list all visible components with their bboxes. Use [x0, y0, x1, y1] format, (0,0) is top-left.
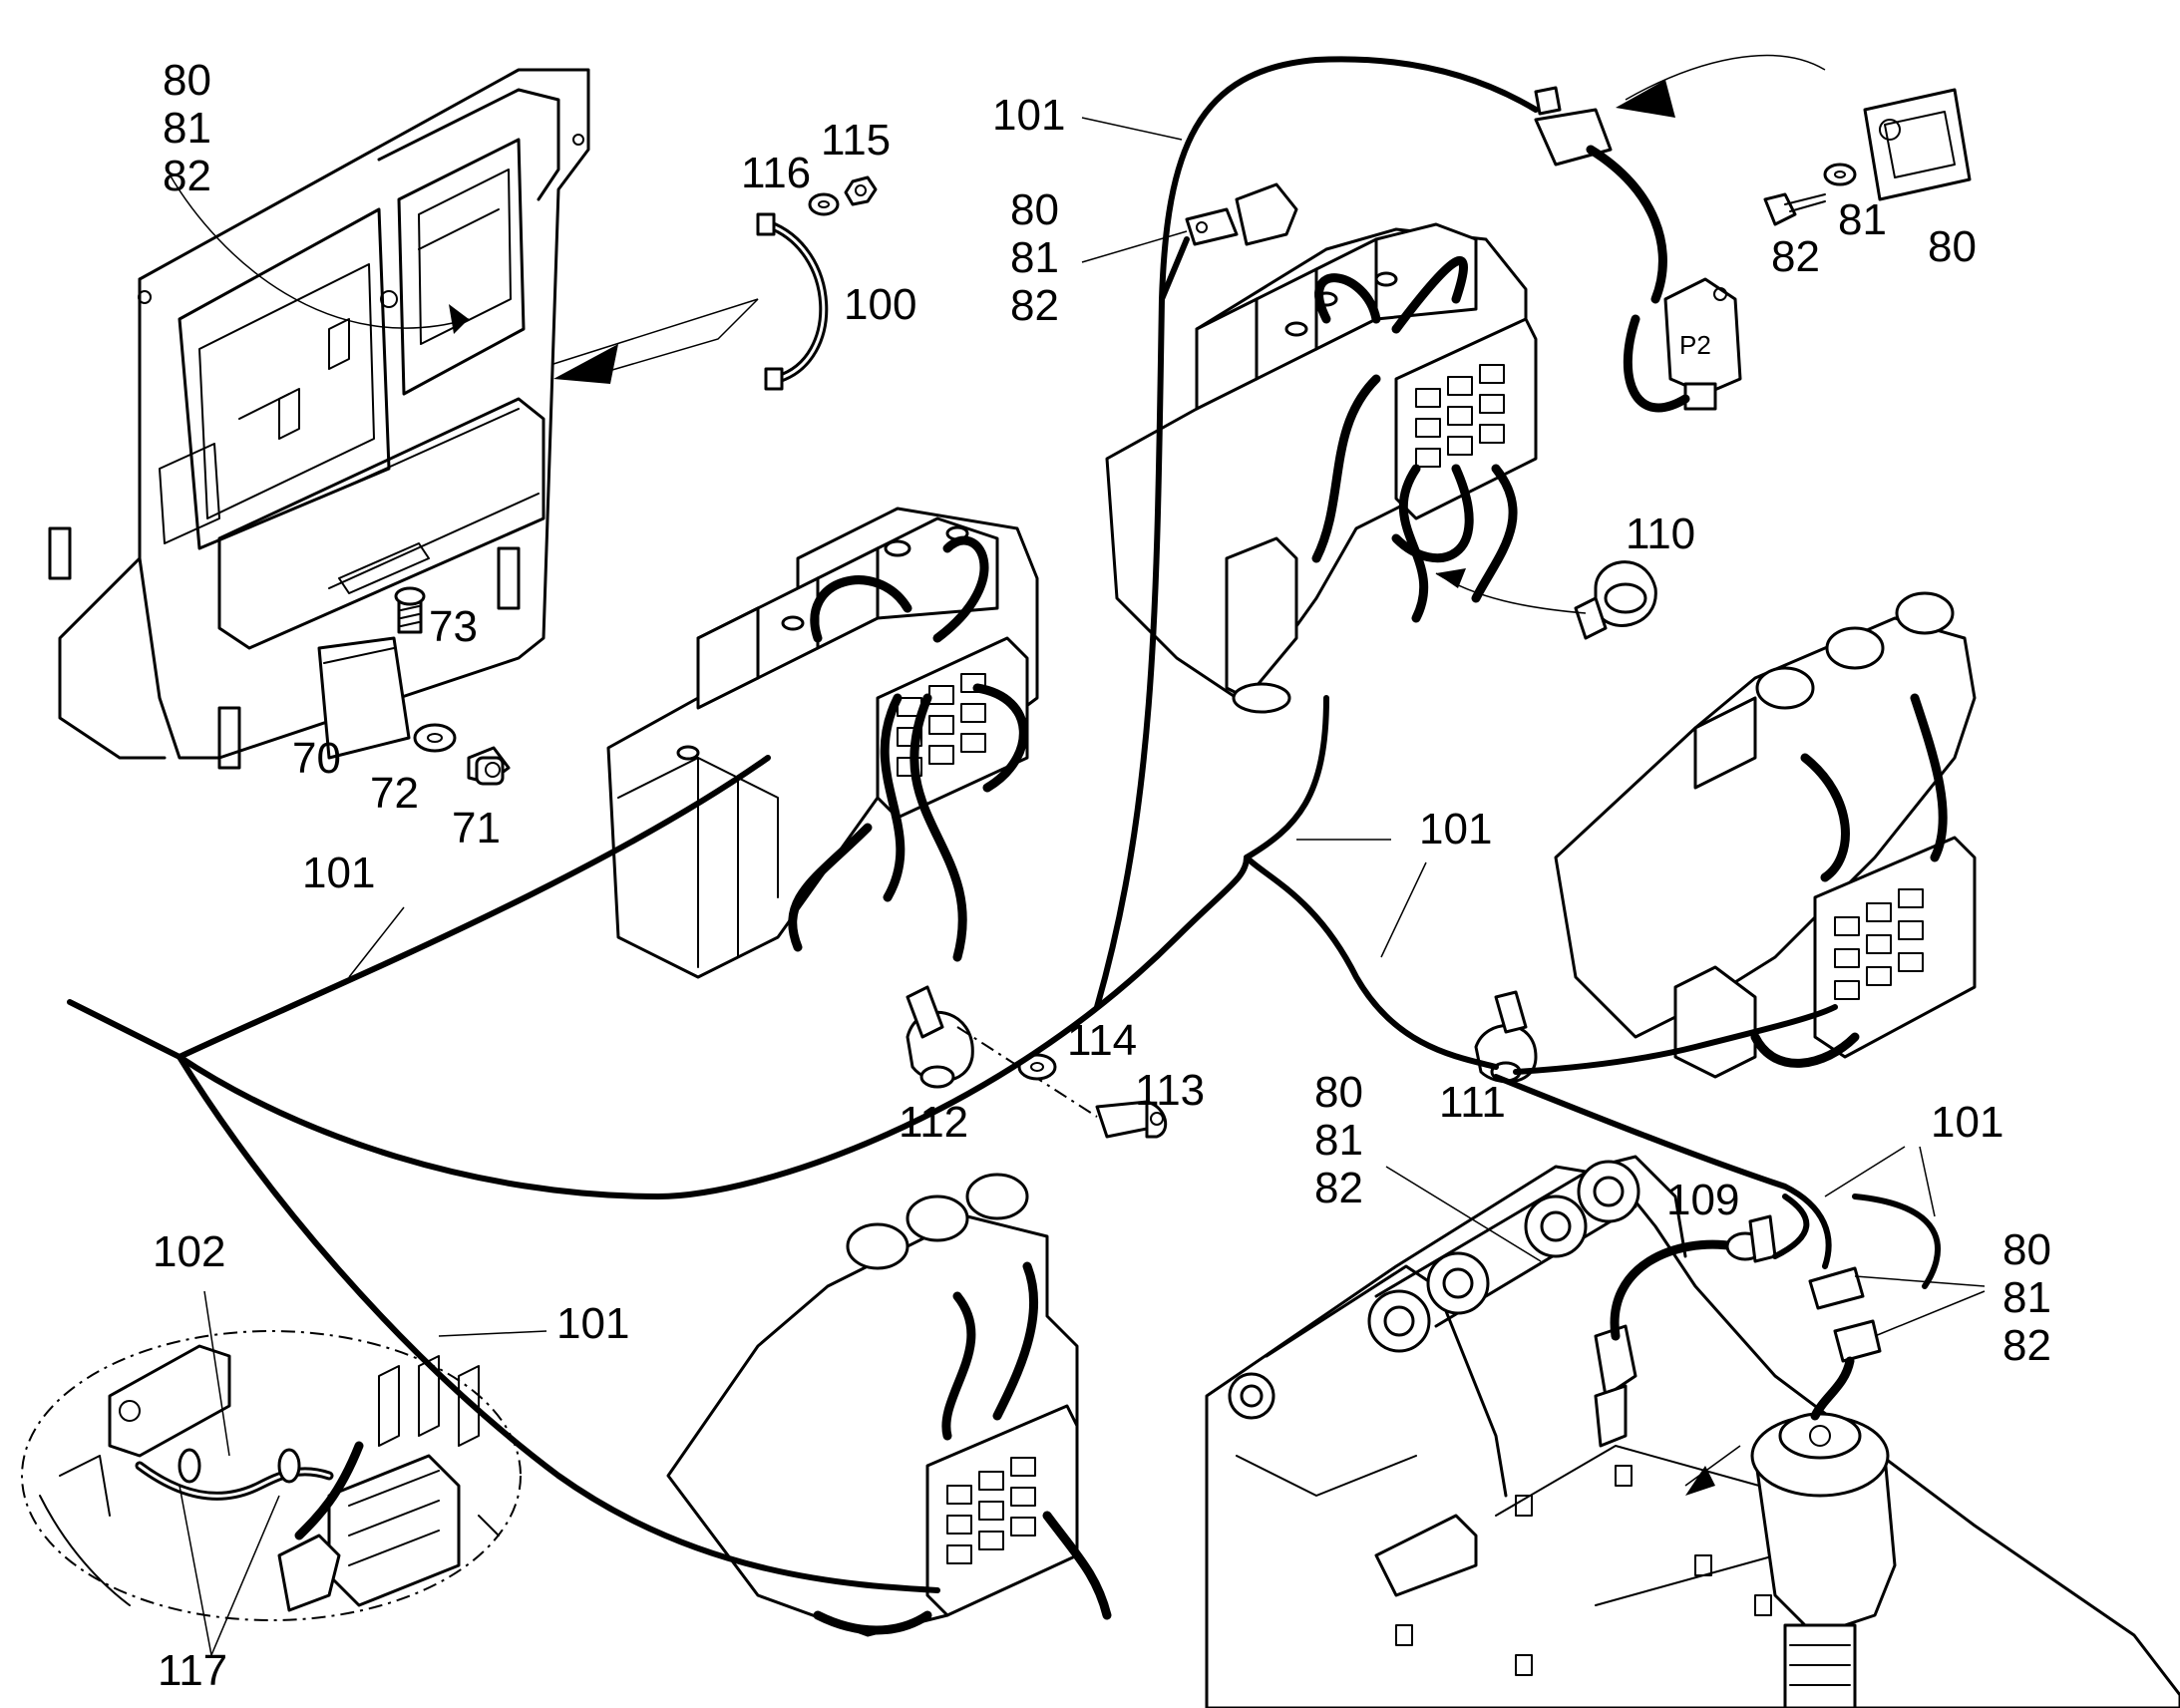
label-71: 71 — [452, 804, 501, 853]
clamp-112-hardware — [906, 985, 1168, 1139]
control-valve-block-left — [606, 507, 1039, 979]
detail-view-inset — [21, 1330, 522, 1621]
main-wire-harness-101 — [67, 56, 1942, 1593]
label-top-80: 80 — [1010, 185, 1059, 234]
label-top-82: 82 — [1010, 281, 1059, 330]
control-valve-block-right — [1554, 591, 1977, 1079]
label-tr-81: 81 — [1838, 195, 1887, 244]
label-frame-81: 81 — [163, 104, 211, 153]
label-frame-80: 80 — [163, 56, 211, 105]
label-73: 73 — [429, 602, 478, 651]
boom-turntable-illustration — [1205, 1155, 2180, 1708]
label-tr-80: 80 — [1928, 222, 1977, 271]
label-100: 100 — [844, 280, 916, 329]
connector-block-bottom — [946, 1457, 1036, 1564]
label-101-mid: 101 — [1419, 805, 1492, 854]
label-br-82: 82 — [1314, 1164, 1363, 1212]
connector-block-top — [1415, 364, 1505, 468]
label-115: 115 — [821, 116, 891, 165]
label-111: 111 — [1439, 1078, 1506, 1127]
label-112: 112 — [899, 1098, 968, 1147]
ground-strap-100 — [552, 175, 878, 391]
cover-plate-70-hardware — [317, 586, 511, 786]
control-valve-block-bottom — [666, 1173, 1112, 1637]
label-102: 102 — [153, 1227, 225, 1276]
connector-109 — [1725, 1214, 1777, 1263]
label-frame-82: 82 — [163, 152, 211, 200]
label-70: 70 — [292, 734, 341, 783]
label-101-top: 101 — [992, 91, 1065, 140]
label-r-82: 82 — [2002, 1321, 2051, 1370]
callout-labels: 80 81 82 116 115 100 73 70 72 71 101 80 … — [153, 56, 2051, 1695]
label-br-80: 80 — [1314, 1068, 1363, 1117]
label-r-80: 80 — [2002, 1225, 2051, 1274]
label-101-right: 101 — [1931, 1098, 2003, 1147]
label-101-low: 101 — [556, 1299, 629, 1348]
pressure-switch-group: P2 — [1534, 54, 1972, 413]
label-117: 117 — [158, 1646, 227, 1695]
label-72: 72 — [370, 769, 419, 818]
control-valve-block-top — [1105, 222, 1538, 714]
label-r-81: 81 — [2002, 1273, 2051, 1322]
label-113: 113 — [1135, 1066, 1205, 1115]
connector-block-right — [1834, 888, 1924, 1000]
label-116: 116 — [741, 149, 811, 197]
label-101-left: 101 — [302, 849, 375, 897]
top-harness-connector — [1185, 182, 1298, 246]
p2-marking: P2 — [1679, 330, 1711, 360]
label-tr-82: 82 — [1771, 232, 1820, 281]
clamp-110 — [1435, 560, 1657, 640]
label-br-81: 81 — [1314, 1116, 1363, 1165]
cab-frame-illustration — [48, 68, 590, 770]
label-109: 109 — [1666, 1176, 1739, 1224]
label-110: 110 — [1626, 510, 1695, 558]
label-top-81: 81 — [1010, 233, 1059, 282]
label-114: 114 — [1067, 1016, 1137, 1065]
callout-leader-lines — [179, 117, 1986, 1656]
